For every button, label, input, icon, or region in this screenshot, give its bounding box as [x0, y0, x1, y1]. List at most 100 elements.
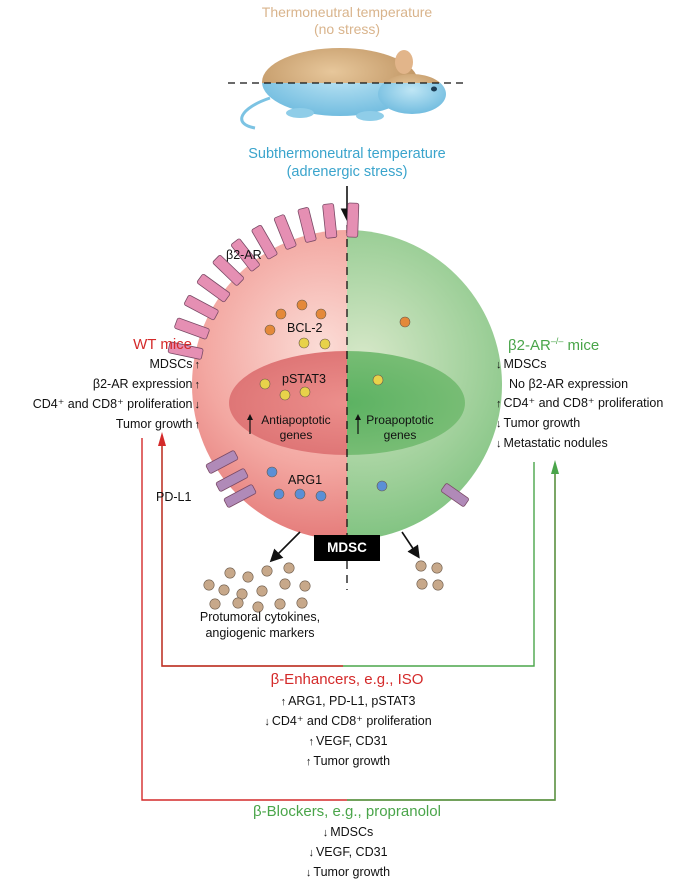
beta2-ar-receptor: [167, 341, 204, 360]
ko-effect-row: ↓Metastatic nodules: [494, 434, 694, 454]
arrow-up-icon: ↑: [280, 696, 287, 708]
proapoptotic-line2: genes: [383, 428, 417, 442]
cytokine-particle: [252, 601, 264, 613]
ko-effect-row: No β2-AR expression: [494, 375, 694, 394]
blocker-loop-green-segment: [347, 470, 556, 801]
wt-effect-text: MDSCs: [149, 357, 193, 371]
ko-mice-title: β2-AR–/– mice: [508, 336, 599, 354]
cytokine-particle: [299, 580, 311, 592]
ko-effects-list: ↓ MDSCs No β2-AR expression ↑CD4⁺ and CD8⁺ …: [494, 355, 694, 454]
enhancers-effect-row: ↓CD4⁺ and CD8⁺ proliferation: [197, 712, 497, 732]
arrow-up-icon: ↑: [308, 736, 314, 748]
wt-effect-row: CD4⁺ and CD8⁺ proliferation↓: [2, 395, 202, 415]
blockers-title: β-Blockers, e.g., propranolol: [253, 803, 441, 820]
wt-mice-title: WT mice: [133, 336, 192, 353]
mouse-warm-half: [262, 48, 441, 83]
wt-effect-row: β2-AR expression↑: [2, 375, 202, 395]
beta2-ar-receptor: [231, 238, 260, 272]
wt-effects-list: MDSCs↑β2-AR expression↑CD4⁺ and CD8⁺ pro…: [2, 355, 202, 435]
beta2-ar-receptor: [322, 203, 338, 239]
thermoneutral-label: Thermoneutral temperature: [261, 4, 433, 20]
pstat3-molecule: [319, 338, 331, 350]
ko-effect-text: No β2-AR expression: [509, 377, 629, 391]
enhancers-effect-row: ↑ARG1, PD-L1, pSTAT3: [197, 692, 497, 712]
arg1-molecule: [266, 466, 278, 478]
receptor-group: [167, 202, 469, 508]
cytokine-particle: [256, 585, 268, 597]
arrow-up-icon: ↑: [194, 359, 201, 371]
blockers-effects-list: ↓MDSCs↓VEGF, CD31 ↓ Tumor growth: [197, 823, 497, 883]
enhancer-arrowhead: [158, 432, 166, 446]
cytokine-particle: [242, 571, 254, 583]
cytokine-particle: [224, 567, 236, 579]
pdl1-label: PD-L1: [156, 490, 192, 504]
ko-effect-row: ↓Tumor growth: [494, 414, 694, 434]
mdsc-badge: MDSC: [314, 535, 380, 561]
beta2-ar-receptor: [196, 273, 231, 303]
bcl2-label: BCL-2: [287, 321, 323, 335]
cytokines-label: Protumoral cytokines, angiogenic markers: [180, 609, 340, 641]
no-stress-label: (no stress): [313, 21, 381, 37]
blockers-effect-row: ↓VEGF, CD31: [197, 843, 497, 863]
arg1-molecule: [294, 488, 306, 500]
ko-effect-row: ↑CD4⁺ and CD8⁺ proliferation: [494, 394, 694, 414]
arrow-down-icon: ↓: [194, 399, 201, 411]
enhancers-effect-text: CD4⁺ and CD8⁺ proliferation: [271, 714, 432, 728]
bcl2-molecule: [264, 324, 276, 336]
arg1-molecule: [273, 488, 285, 500]
pstat3-molecule: [259, 378, 271, 390]
arg1-molecule: [376, 480, 388, 492]
ko-effect-text: MDSCs: [503, 357, 547, 371]
pstat3-molecule: [279, 389, 291, 401]
cytokines-line2: angiogenic markers: [205, 626, 315, 640]
cytokine-particle: [274, 598, 286, 610]
enhancers-effect-text: Tumor growth: [313, 754, 391, 768]
enhancers-effect-row: ↑Tumor growth: [197, 752, 497, 772]
cytokine-particle: [283, 562, 295, 574]
arrow-down-icon: ↓: [496, 438, 502, 450]
ko-title-sup: –/–: [550, 336, 564, 346]
wt-effect-text: β2-AR expression: [92, 377, 193, 391]
proapoptotic-label: Proapoptotic genes: [358, 413, 442, 443]
arrow-up-icon: ↑: [496, 398, 502, 410]
ko-effect-text: CD4⁺ and CD8⁺ proliferation: [503, 396, 664, 410]
cytokine-particle: [415, 560, 427, 572]
beta2-ar-receptor: [273, 214, 297, 250]
cytokine-particle: [218, 584, 230, 596]
secretion-arrow-ko: [401, 531, 420, 559]
pdl1-receptor: [215, 468, 249, 492]
cytokine-particle: [279, 578, 291, 590]
cytokine-particle: [416, 578, 428, 590]
molecule-dots: [203, 299, 444, 613]
arrow-up-icon: ↑: [305, 756, 312, 768]
arrow-down-icon: ↓: [322, 827, 329, 839]
cytokine-particle: [431, 562, 443, 574]
mouse-cold-half: [240, 83, 446, 130]
cytokines-line1: Protumoral cytokines,: [199, 610, 321, 624]
blockers-effect-text: Tumor growth: [313, 865, 391, 879]
pdl1-receptor: [205, 450, 239, 474]
ko-effect-text: Tumor growth: [503, 416, 581, 430]
beta2-ar-receptor: [346, 202, 360, 238]
subthermoneutral-label: Subthermoneutral temperature: [248, 146, 446, 162]
cytokine-particle: [261, 565, 273, 577]
antiapoptotic-line2: genes: [279, 428, 313, 442]
beta2-ar-receptor: [297, 207, 317, 243]
cytokine-particle: [296, 597, 308, 609]
wt-effect-text: CD4⁺ and CD8⁺ proliferation: [32, 397, 193, 411]
cytokine-particle: [203, 579, 215, 591]
gene-arrows: [247, 414, 361, 434]
ko-title-pre: β2-AR: [508, 337, 551, 354]
bcl2-molecule: [296, 299, 308, 311]
ko-effect-text: Metastatic nodules: [503, 436, 608, 450]
pstat3-molecule: [299, 386, 311, 398]
cytokine-particle: [232, 597, 244, 609]
cytokine-particle: [432, 579, 444, 591]
blockers-effect-row: ↓MDSCs: [197, 823, 497, 843]
beta2-ar-receptor: [212, 255, 244, 286]
antiapoptotic-line1: Antiapoptotic: [261, 413, 331, 427]
adrenergic-stress-label: (adrenergic stress): [286, 164, 408, 180]
arrow-up-icon: ↑: [194, 419, 201, 431]
wt-effect-row: Tumor growth↑: [2, 415, 202, 435]
